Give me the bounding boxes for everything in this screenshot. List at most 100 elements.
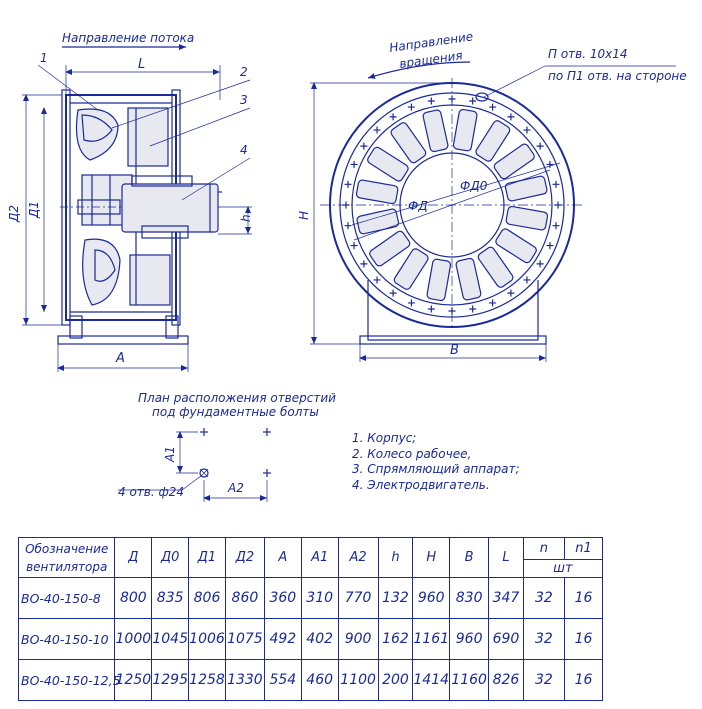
- bolt-mark: [344, 180, 352, 188]
- table-cell: 1258: [188, 659, 226, 701]
- bolt-mark: [489, 299, 497, 307]
- plan-holes-label: 4 отв. ф24: [118, 485, 184, 499]
- bolt-mark: [360, 260, 368, 268]
- bolt-mark: [373, 126, 381, 134]
- header-designation-1: Обозначение: [25, 541, 109, 556]
- header-A: A: [263, 537, 302, 578]
- table-cell: 554: [263, 659, 302, 701]
- table-cell: 830: [449, 577, 490, 619]
- header-H: H: [412, 537, 451, 578]
- impeller-blade: [505, 205, 549, 231]
- table-cell: 1161: [412, 618, 451, 660]
- table-cell: 32: [522, 618, 565, 660]
- table-cell: 1045: [151, 618, 190, 660]
- impeller-blade: [495, 228, 537, 264]
- bolt-mark: [546, 242, 554, 250]
- dim-D: ФД: [408, 199, 428, 213]
- impeller-blade: [426, 258, 452, 302]
- bolt-mark: [373, 276, 381, 284]
- holes-label-2: по П1 отв. на стороне: [548, 69, 687, 83]
- bolt-mark: [407, 299, 415, 307]
- table-cell: 835: [151, 577, 190, 619]
- pos-2: 2: [240, 65, 248, 79]
- impeller-blade: [504, 175, 548, 202]
- bolt-mark: [344, 222, 352, 230]
- bolt-mark: [427, 97, 435, 105]
- header-h: h: [377, 537, 414, 578]
- header-designation: Обозначение вентилятора: [17, 537, 116, 578]
- dim-D2: Д2: [7, 205, 21, 223]
- table-cell: 800: [114, 577, 153, 619]
- bolt-mark: [546, 160, 554, 168]
- table-cell: 200: [377, 659, 414, 701]
- front-view: Направление вращения П отв. 10x14 по П1 …: [297, 29, 687, 362]
- flow-direction-label: Направление потока: [62, 31, 194, 45]
- bolt-mark: [523, 126, 531, 134]
- legend-item-4: 4. Электродвигатель.: [352, 478, 490, 492]
- foundation-plan: План расположения отверстий под фундамен…: [118, 391, 336, 502]
- holes-label-1: П отв. 10x14: [548, 47, 628, 61]
- spec-table: Обозначение вентилятора Д Д0 Д1 Д2 A A1 …: [17, 537, 604, 701]
- table-cell: 16: [563, 577, 604, 619]
- pos-1: 1: [40, 51, 48, 65]
- impeller-blade: [393, 248, 429, 290]
- impeller-blade: [422, 109, 449, 153]
- dim-B: B: [450, 343, 459, 358]
- dim-H: H: [297, 211, 311, 220]
- plan-dim-A1: A1: [163, 446, 177, 463]
- table-cell: 1160: [449, 659, 490, 701]
- bolt-mark: [469, 305, 477, 313]
- bolt-mark: [427, 305, 435, 313]
- bolt-mark: [552, 180, 560, 188]
- header-L: L: [488, 537, 524, 578]
- table-cell: 960: [412, 577, 451, 619]
- side-view: Направление потока L: [7, 31, 253, 372]
- table-cell: 16: [563, 618, 604, 660]
- impeller-blade: [455, 257, 482, 301]
- impeller-blade: [493, 143, 535, 180]
- table-cell: 1330: [224, 659, 265, 701]
- table-cell: 1250: [114, 659, 153, 701]
- dim-A: A: [115, 351, 125, 366]
- table-cell: 806: [188, 577, 226, 619]
- table-cell: 402: [300, 618, 339, 660]
- header-B: B: [449, 537, 490, 578]
- legend-item-3: 3. Спрямляющий аппарат;: [352, 462, 519, 476]
- impeller-blade: [369, 230, 411, 267]
- header-n: n: [522, 537, 565, 560]
- impeller-blade: [475, 120, 511, 162]
- plan-dim-A2: A2: [227, 481, 244, 495]
- bolt-mark: [507, 289, 515, 297]
- dim-D0: ФД0: [460, 179, 488, 193]
- bolt-mark: [389, 113, 397, 121]
- table-cell: 1100: [337, 659, 379, 701]
- legend: 1. Корпус; 2. Колесо рабочее, 3. Спрямля…: [352, 431, 519, 492]
- bolt-mark: [407, 103, 415, 111]
- table-cell: 770: [337, 577, 379, 619]
- header-n1: n1: [563, 537, 604, 560]
- header-unit: шт: [522, 559, 604, 578]
- header-D: Д: [114, 537, 153, 578]
- bolt-mark: [536, 260, 544, 268]
- dim-D1: Д1: [27, 201, 41, 219]
- impeller-blade: [367, 146, 409, 182]
- bolt-mark: [523, 276, 531, 284]
- table-cell: 1000: [114, 618, 153, 660]
- header-designation-2: вентилятора: [26, 559, 108, 574]
- legend-item-2: 2. Колесо рабочее,: [352, 447, 471, 461]
- table-cell: 460: [300, 659, 339, 701]
- plan-title-2: под фундаментные болты: [152, 405, 319, 419]
- bolt-mark: [469, 97, 477, 105]
- pos-4: 4: [240, 143, 248, 157]
- header-A2: A2: [337, 537, 379, 578]
- table-cell: 1075: [224, 618, 265, 660]
- table-cell: 310: [300, 577, 339, 619]
- cell-designation: ВО-40-150-12,5: [17, 659, 121, 701]
- bolt-mark: [536, 142, 544, 150]
- plan-title-1: План расположения отверстий: [138, 391, 336, 405]
- table-cell: 1295: [151, 659, 190, 701]
- flange-bolts: [342, 95, 562, 315]
